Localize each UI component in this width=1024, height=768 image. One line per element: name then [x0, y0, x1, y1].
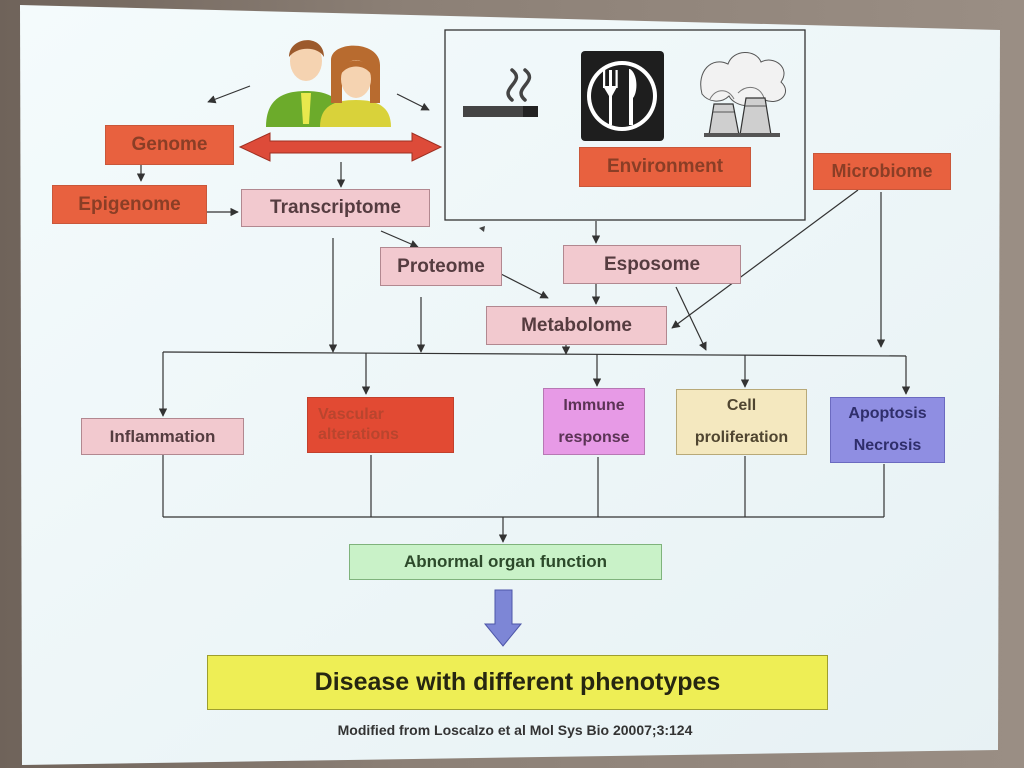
slide-surface [20, 5, 1000, 765]
apoptosis-label-line1: Apoptosis [848, 405, 927, 422]
arrow-microbiome-to-metabolome [671, 189, 859, 329]
proteome-node: Proteome [380, 247, 502, 286]
transcriptome-node: Transcriptome [241, 189, 430, 227]
proteome-label: Proteome [397, 255, 485, 277]
immune-label-line1: Immune [563, 396, 625, 414]
down-arrow-to-disease [483, 589, 523, 647]
genome-environment-double-arrow [238, 132, 443, 162]
bus-line [162, 351, 907, 357]
epigenome-node: Epigenome [52, 185, 207, 224]
smoking-icon [463, 68, 538, 117]
cell-label-line2: proliferation [694, 429, 789, 446]
arrow-people-to-environment [396, 93, 430, 111]
environment-node: Environment [579, 147, 751, 187]
microbiome-node: Microbiome [813, 153, 951, 190]
microbiome-label: Microbiome [831, 161, 933, 182]
people-icon [266, 40, 391, 127]
immune-label-line2: response [558, 428, 630, 446]
vascular-label-line1: Vascular [318, 406, 384, 423]
disease-node: Disease with different phenotypes [207, 655, 828, 710]
vascular-label-line2: alterations [318, 426, 399, 443]
apoptosis-label-line2: Necrosis [853, 437, 922, 454]
cell-proliferation-node: Cell proliferation [676, 389, 807, 455]
arrow-people-to-genome [207, 85, 251, 104]
abnormal-organ-function-node: Abnormal organ function [349, 544, 662, 580]
epigenome-label: Epigenome [78, 193, 181, 215]
transcriptome-label: Transcriptome [270, 197, 401, 219]
vascular-node: Vascular alterations [307, 397, 454, 453]
abnormal-label: Abnormal organ function [403, 552, 608, 572]
arrow-transcriptome-to-proteome [380, 230, 419, 248]
inflammation-label: Inflammation [109, 426, 216, 446]
connector-lines [136, 85, 911, 543]
genome-node: Genome [105, 125, 234, 165]
metabolome-label: Metabolome [521, 314, 632, 336]
fork-knife-icon [581, 51, 664, 141]
metabolome-node: Metabolome [486, 306, 667, 345]
disease-label: Disease with different phenotypes [314, 667, 721, 696]
environment-frame [444, 29, 806, 221]
source-credit: Modified from Loscalzo et al Mol Sys Bio… [337, 722, 693, 738]
factory-icon [700, 52, 787, 137]
immune-node: Immune response [543, 388, 645, 455]
cell-label-line1: Cell [726, 397, 757, 414]
environment-label: Environment [606, 156, 724, 178]
genome-label: Genome [131, 134, 208, 156]
esposome-label: Esposome [603, 253, 701, 275]
arrow-esposome-to-bus [675, 286, 707, 351]
inflammation-node: Inflammation [81, 418, 244, 455]
arrow-proteome-to-metabolome [500, 273, 549, 299]
apoptosis-node: Apoptosis Necrosis [830, 397, 945, 463]
stray-mark [479, 226, 485, 232]
esposome-node: Esposome [563, 245, 741, 284]
